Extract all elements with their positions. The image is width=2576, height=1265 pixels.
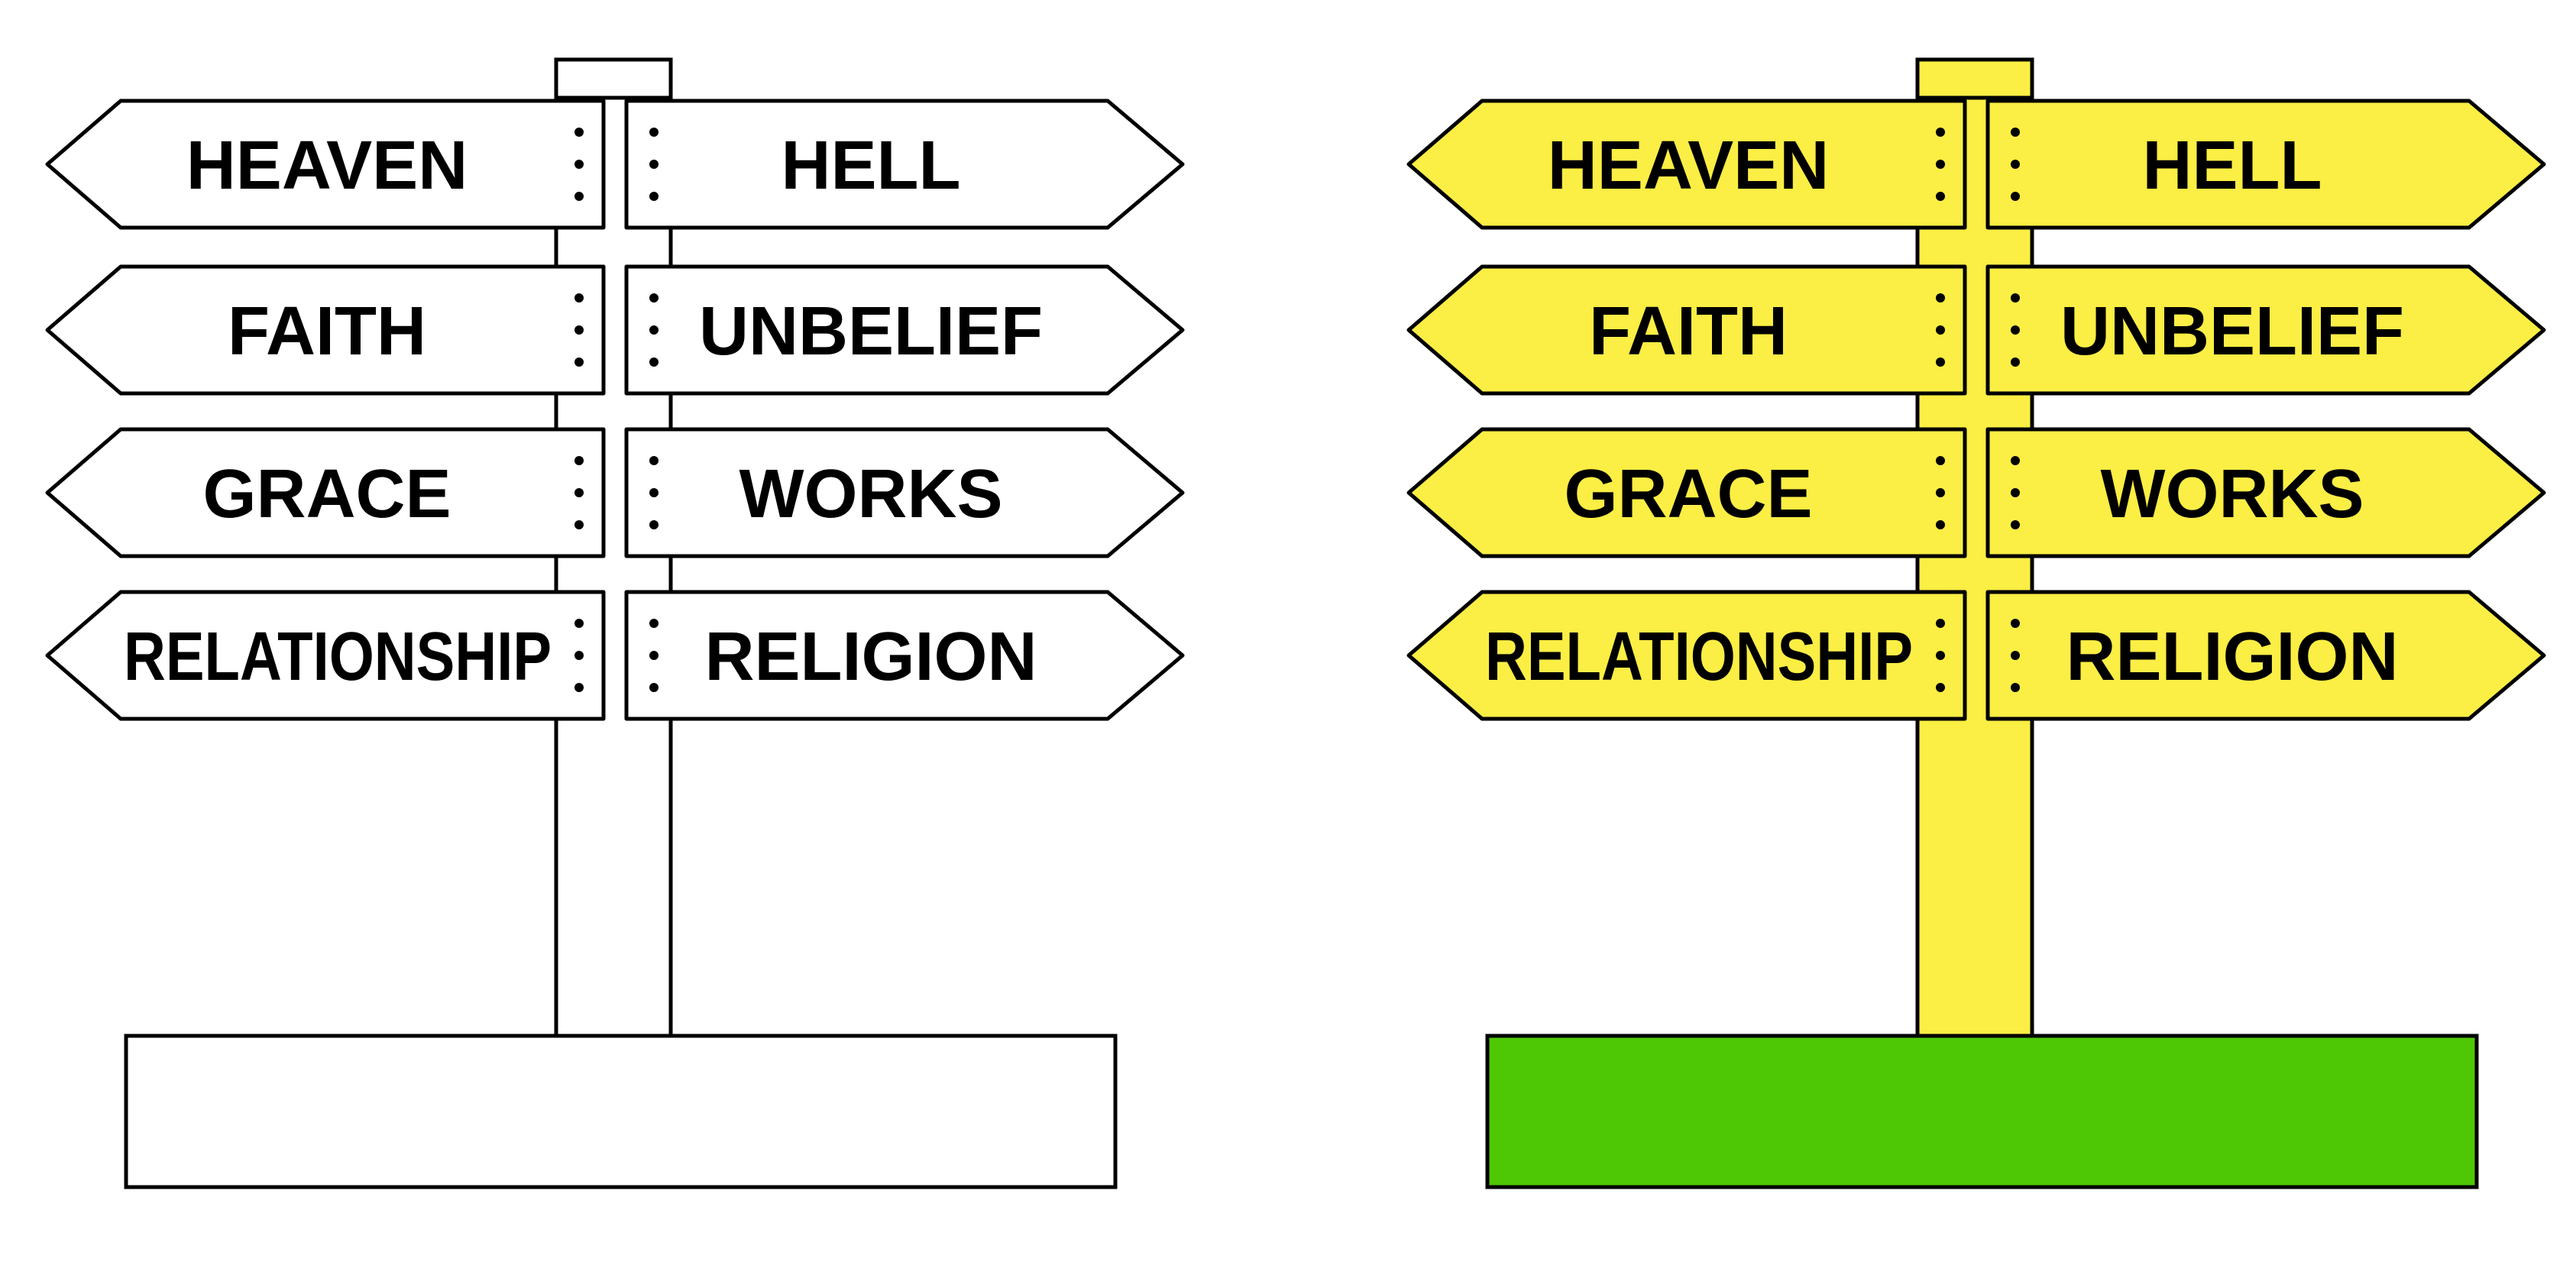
bolt-colored-0-1-0 xyxy=(2011,128,2020,137)
bolt-colored-3-0-0 xyxy=(1936,619,1945,628)
bolt-plain-1-1-1 xyxy=(649,325,659,335)
bolt-colored-3-0-2 xyxy=(1936,683,1945,692)
bolt-colored-2-0-1 xyxy=(1936,488,1945,497)
sign-right-label-colored: HELL xyxy=(2143,128,2322,204)
bolt-colored-1-1-1 xyxy=(2011,325,2020,335)
bolt-plain-2-0-1 xyxy=(574,488,584,497)
sign-left-colored-1 xyxy=(1406,264,1967,396)
ground-block-plain xyxy=(124,1034,1118,1189)
sign-left-label-colored: GRACE xyxy=(1564,456,1812,532)
bolt-plain-3-0-2 xyxy=(574,683,584,692)
sign-right-label-colored: UNBELIEF xyxy=(2060,293,2404,370)
sign-right-label-plain: WORKS xyxy=(739,456,1003,532)
sign-right-plain-1 xyxy=(624,264,1185,396)
bolt-colored-2-1-2 xyxy=(2011,520,2020,529)
sign-left-label-colored: FAITH xyxy=(1589,293,1788,370)
bolt-plain-1-1-2 xyxy=(649,358,659,367)
sign-right-colored-3 xyxy=(1985,590,2546,721)
bolt-plain-1-0-1 xyxy=(574,325,584,335)
sign-left-plain-1 xyxy=(45,264,606,396)
sign-left-label-colored: RELATIONSHIP xyxy=(1485,619,1913,695)
bolt-colored-1-1-0 xyxy=(2011,293,2020,302)
bolt-colored-3-0-1 xyxy=(1936,651,1945,660)
bolt-colored-3-1-1 xyxy=(2011,651,2020,660)
bolt-plain-2-1-1 xyxy=(649,488,659,497)
signpost-left-plain: HEAVEN HELL FAITH UNBELIEF GRACE WORKS RELATIO… xyxy=(45,57,1185,1189)
bolt-plain-3-1-0 xyxy=(649,619,659,628)
bolt-colored-0-1-1 xyxy=(2011,160,2020,169)
bolt-colored-0-0-0 xyxy=(1936,128,1945,137)
bolt-plain-3-1-1 xyxy=(649,651,659,660)
bolt-colored-2-1-0 xyxy=(2011,456,2020,465)
sign-right-label-plain: HELL xyxy=(782,128,961,204)
bolt-colored-0-1-2 xyxy=(2011,192,2020,201)
signpost-right-colored: HEAVEN HELL FAITH UNBELIEF GRACE WORKS RELATIO… xyxy=(1406,57,2546,1189)
sign-left-plain-3 xyxy=(45,590,606,721)
bolt-colored-1-0-2 xyxy=(1936,358,1945,367)
bolt-plain-1-0-2 xyxy=(574,358,584,367)
bolt-plain-0-0-1 xyxy=(574,160,584,169)
sign-right-label-colored: RELIGION xyxy=(2066,619,2398,695)
sign-left-label-plain: FAITH xyxy=(228,293,426,370)
sign-right-plain-2 xyxy=(624,427,1185,558)
sign-right-colored-0 xyxy=(1985,99,2546,230)
bolt-colored-3-1-0 xyxy=(2011,619,2020,628)
bolt-colored-2-1-1 xyxy=(2011,488,2020,497)
bolt-plain-2-1-0 xyxy=(649,456,659,465)
bolt-colored-1-0-1 xyxy=(1936,325,1945,335)
bolt-plain-2-0-2 xyxy=(574,520,584,529)
bolt-plain-3-0-0 xyxy=(574,619,584,628)
bolt-colored-1-0-0 xyxy=(1936,293,1945,302)
sign-right-plain-3 xyxy=(624,590,1185,721)
sign-left-colored-2 xyxy=(1406,427,1967,558)
bolt-plain-3-1-2 xyxy=(649,683,659,692)
sign-left-label-colored: HEAVEN xyxy=(1548,128,1829,204)
bolt-colored-2-0-0 xyxy=(1936,456,1945,465)
sign-left-label-plain: GRACE xyxy=(202,456,451,532)
bolt-plain-1-0-0 xyxy=(574,293,584,302)
bolt-colored-2-0-2 xyxy=(1936,520,1945,529)
sign-left-label-plain: RELATIONSHIP xyxy=(124,619,552,695)
bolt-plain-0-1-0 xyxy=(649,128,659,137)
sign-right-plain-0 xyxy=(624,99,1185,230)
sign-left-colored-0 xyxy=(1406,99,1967,230)
bolt-plain-0-1-2 xyxy=(649,192,659,201)
bolt-plain-0-1-1 xyxy=(649,160,659,169)
bolt-plain-2-1-2 xyxy=(649,520,659,529)
sign-right-label-colored: WORKS xyxy=(2101,456,2364,532)
bolt-plain-3-0-1 xyxy=(574,651,584,660)
sign-left-label-plain: HEAVEN xyxy=(186,128,468,204)
bolt-plain-0-0-2 xyxy=(574,192,584,201)
ground-block-colored xyxy=(1485,1034,2479,1189)
sign-left-plain-0 xyxy=(45,99,606,230)
post-cap-plain xyxy=(554,57,673,100)
sign-right-colored-2 xyxy=(1985,427,2546,558)
bolt-colored-0-0-1 xyxy=(1936,160,1945,169)
bolt-plain-1-1-0 xyxy=(649,293,659,302)
post-cap-colored xyxy=(1915,57,2034,100)
sign-right-label-plain: RELIGION xyxy=(704,619,1037,695)
bolt-plain-2-0-0 xyxy=(574,456,584,465)
bolt-colored-1-1-2 xyxy=(2011,358,2020,367)
sign-left-colored-3 xyxy=(1406,590,1967,721)
bolt-plain-0-0-0 xyxy=(574,128,584,137)
bolt-colored-3-1-2 xyxy=(2011,683,2020,692)
sign-right-label-plain: UNBELIEF xyxy=(699,293,1043,370)
sign-left-plain-2 xyxy=(45,427,606,558)
bolt-colored-0-0-2 xyxy=(1936,192,1945,201)
sign-right-colored-1 xyxy=(1985,264,2546,396)
